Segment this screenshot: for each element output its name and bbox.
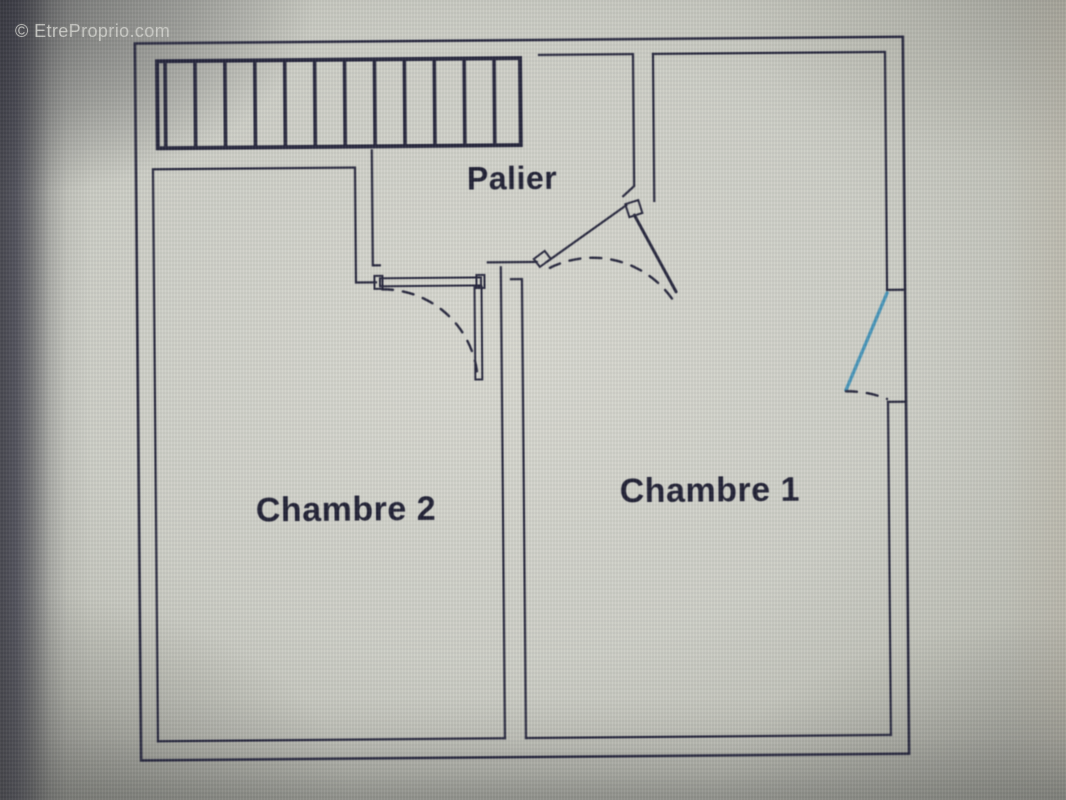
blue-door-leaf	[844, 291, 889, 392]
stair-tread	[282, 60, 288, 148]
stair-tread	[342, 59, 348, 147]
staircase-outline	[155, 56, 523, 151]
bedroom1-doorway-line	[545, 203, 628, 264]
bedroom1-door-swing-arc	[548, 256, 674, 300]
landing-west-wall	[370, 149, 381, 267]
staircase	[155, 56, 523, 151]
bedroom1-door-jamb-lower	[532, 249, 553, 269]
stair-tread	[402, 59, 407, 147]
stair-tread	[462, 58, 467, 146]
stair-tread	[372, 59, 377, 147]
bedroom1-door-hinge-jamb	[624, 198, 644, 219]
watermark: © EtreProprio.com	[15, 21, 171, 41]
landing-east-wall	[537, 53, 636, 198]
bedroom2-door	[373, 273, 486, 382]
stair-tread	[492, 58, 497, 146]
outer-wall	[133, 35, 911, 762]
room-label-chambre1: Chambre 1	[619, 470, 801, 511]
stair-tread	[312, 59, 318, 147]
stair-tread	[223, 60, 228, 148]
bedroom2-door-lintel	[378, 276, 483, 288]
bedroom1-door-leaf	[632, 213, 678, 294]
staircase-treads	[163, 58, 497, 149]
bedroom1-door	[532, 198, 678, 300]
bedroom2-door-leaf	[473, 285, 484, 381]
bedroom1-walls	[509, 50, 908, 740]
room-label-palier: Palier	[466, 159, 558, 197]
bedroom2-walls	[151, 166, 538, 743]
bedroom1-exterior-door	[844, 291, 889, 401]
room-label-chambre2: Chambre 2	[255, 489, 437, 530]
stair-tread	[252, 60, 258, 148]
bedroom2-door-jamb-left	[373, 274, 384, 290]
stair-tread	[432, 58, 437, 146]
stair-tread	[163, 61, 168, 149]
blue-door-swing-arc	[844, 390, 889, 401]
stair-tread	[193, 60, 198, 148]
bedroom2-door-swing-arc	[380, 288, 480, 382]
